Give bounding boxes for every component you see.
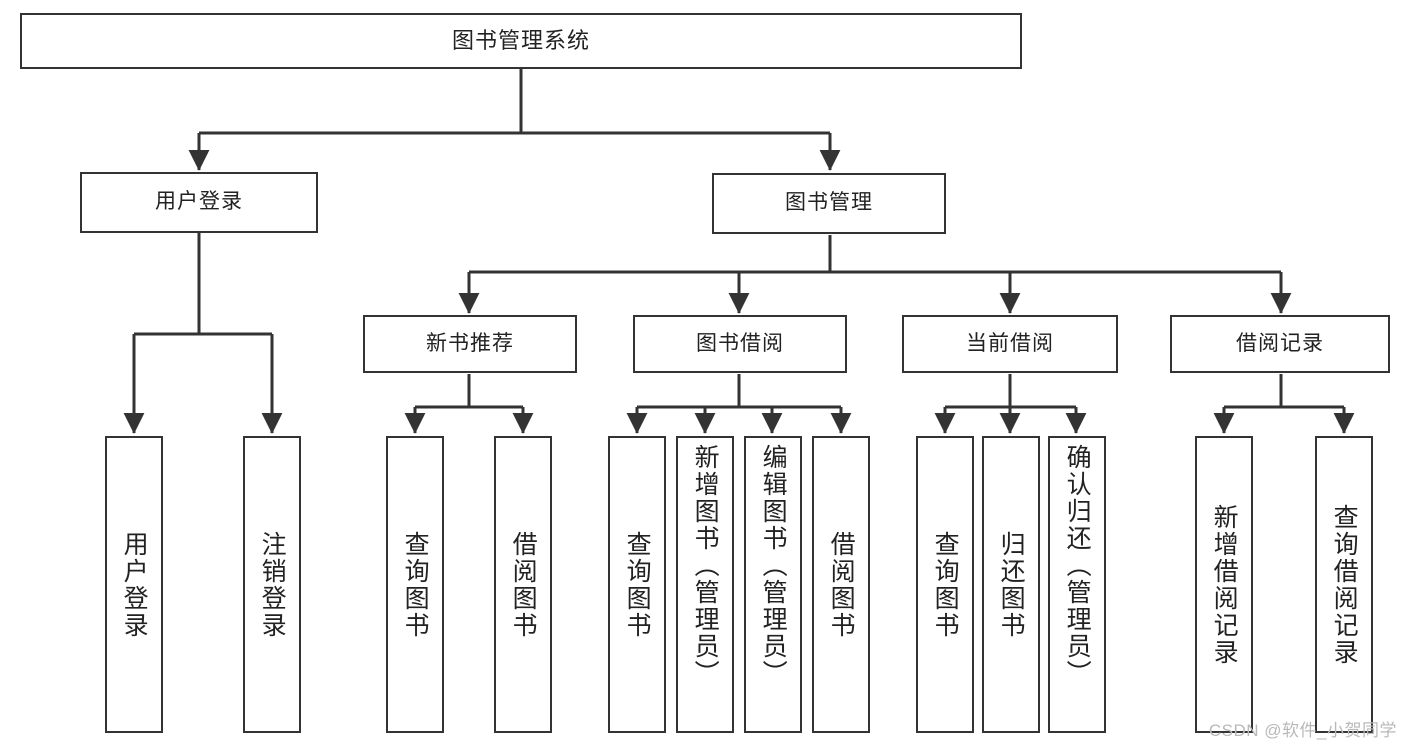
- leaf-current-borrow-query-label: 查询图书: [931, 530, 960, 639]
- node-current-borrow[interactable]: 当前借阅: [902, 315, 1118, 373]
- node-book-borrow[interactable]: 图书借阅: [633, 315, 847, 373]
- node-user-login-label: 用户登录: [155, 190, 243, 214]
- leaf-user-login-signin-label: 用户登录: [120, 530, 149, 639]
- leaf-current-borrow-query[interactable]: 查询图书: [916, 436, 974, 733]
- leaf-book-borrow-add-label: 新增图书（管理员）: [691, 444, 720, 687]
- leaf-current-borrow-return[interactable]: 归还图书: [982, 436, 1040, 733]
- leaf-borrow-record-query[interactable]: 查询借阅记录: [1315, 436, 1373, 733]
- leaf-user-login-signin[interactable]: 用户登录: [105, 436, 163, 733]
- node-book-borrow-label: 图书借阅: [696, 331, 784, 355]
- leaf-current-borrow-confirm-label: 确认归还（管理员）: [1063, 444, 1092, 687]
- node-book-manage[interactable]: 图书管理: [712, 173, 946, 234]
- leaf-book-borrow-query-label: 查询图书: [623, 530, 652, 639]
- node-new-book-recommend[interactable]: 新书推荐: [363, 315, 577, 373]
- node-book-manage-label: 图书管理: [785, 191, 873, 215]
- leaf-book-borrow-query[interactable]: 查询图书: [608, 436, 666, 733]
- leaf-new-book-query-label: 查询图书: [401, 530, 430, 639]
- leaf-borrow-record-add-label: 新增借阅记录: [1210, 503, 1239, 666]
- leaf-current-borrow-return-label: 归还图书: [997, 530, 1026, 639]
- node-user-login[interactable]: 用户登录: [80, 172, 318, 233]
- leaf-book-borrow-edit-label: 编辑图书（管理员）: [759, 444, 788, 687]
- node-borrow-record[interactable]: 借阅记录: [1170, 315, 1390, 373]
- leaf-new-book-query[interactable]: 查询图书: [386, 436, 444, 733]
- leaf-user-login-signout-label: 注销登录: [258, 530, 287, 639]
- node-current-borrow-label: 当前借阅: [966, 331, 1054, 355]
- leaf-book-borrow-borrow[interactable]: 借阅图书: [812, 436, 870, 733]
- leaf-book-borrow-borrow-label: 借阅图书: [827, 530, 856, 639]
- node-root-system[interactable]: 图书管理系统: [20, 13, 1022, 69]
- leaf-new-book-borrow[interactable]: 借阅图书: [494, 436, 552, 733]
- node-root-system-label: 图书管理系统: [451, 28, 590, 54]
- leaf-book-borrow-add[interactable]: 新增图书（管理员）: [676, 436, 734, 733]
- leaf-user-login-signout[interactable]: 注销登录: [243, 436, 301, 733]
- leaf-new-book-borrow-label: 借阅图书: [509, 530, 538, 639]
- leaf-book-borrow-edit[interactable]: 编辑图书（管理员）: [744, 436, 802, 733]
- node-new-book-recommend-label: 新书推荐: [426, 331, 514, 355]
- leaf-current-borrow-confirm[interactable]: 确认归还（管理员）: [1048, 436, 1106, 733]
- node-borrow-record-label: 借阅记录: [1236, 331, 1324, 355]
- leaf-borrow-record-add[interactable]: 新增借阅记录: [1195, 436, 1253, 733]
- leaf-borrow-record-query-label: 查询借阅记录: [1330, 503, 1359, 666]
